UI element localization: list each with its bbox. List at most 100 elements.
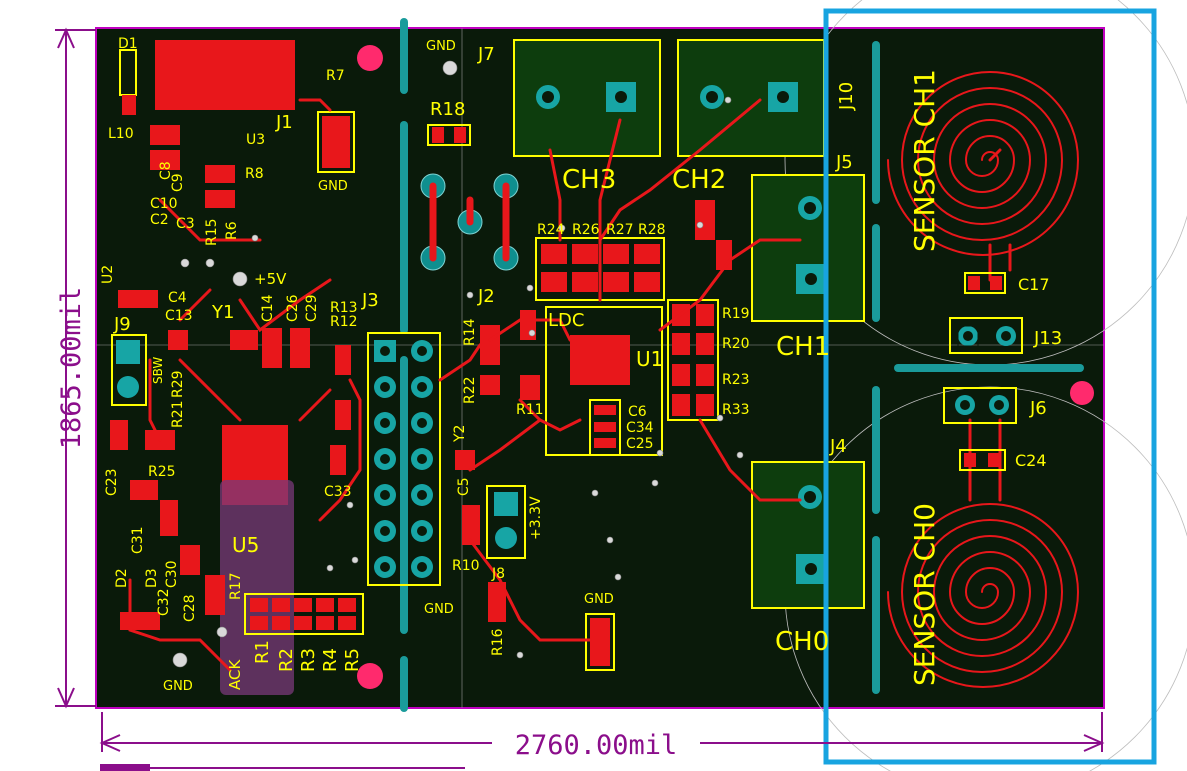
gnd-label: GND xyxy=(426,39,456,54)
designator: R7 xyxy=(326,68,345,84)
designator: C3 xyxy=(176,216,195,232)
designator: C30 xyxy=(164,560,180,588)
designator: R28 xyxy=(638,222,666,238)
designator: R29 xyxy=(170,370,186,398)
designator: Y1 xyxy=(211,302,234,323)
board-outline xyxy=(95,27,1105,709)
designator: R27 xyxy=(606,222,634,238)
designator: J4 xyxy=(829,436,847,457)
j10-connector xyxy=(677,39,825,157)
designator: J10 xyxy=(836,82,857,111)
gnd-test-pad xyxy=(322,116,350,168)
sensor-coil-ch1 xyxy=(887,71,1080,282)
designator: J2 xyxy=(477,286,495,307)
designator: J6 xyxy=(1029,398,1047,419)
designator: R19 xyxy=(722,306,750,322)
designator: R21 xyxy=(170,400,186,428)
plus-5v-label: +5V xyxy=(254,270,287,288)
designator: R20 xyxy=(722,336,750,352)
sensor-ch1-label: SENSOR CH1 xyxy=(908,69,941,252)
designator: R6 xyxy=(224,221,240,240)
gnd-label: GND xyxy=(424,602,454,617)
designator: U2 xyxy=(100,265,116,284)
width-dimension-label: 2760.00mil xyxy=(515,730,678,761)
designator: D3 xyxy=(144,568,160,588)
designator: R11 xyxy=(516,402,544,418)
designator: C34 xyxy=(626,420,654,436)
designator: R4 xyxy=(320,648,341,672)
designator: C24 xyxy=(1015,451,1047,470)
j5-connector xyxy=(751,174,865,322)
u1-ldc-ic xyxy=(545,306,663,456)
designator: C31 xyxy=(130,526,146,554)
j6-footprint xyxy=(943,387,1017,424)
designator: C6 xyxy=(628,404,647,420)
ldc-label: LDC xyxy=(548,310,584,331)
designator: R3 xyxy=(298,648,319,672)
designator: C5 xyxy=(456,477,472,496)
designator: C32 xyxy=(156,588,172,616)
resistor-row xyxy=(244,593,364,635)
designator: L10 xyxy=(108,126,134,142)
designator: R16 xyxy=(490,628,506,656)
designator: C2 xyxy=(150,212,169,228)
j7-connector xyxy=(513,39,661,157)
ch0-label: CH0 xyxy=(775,627,829,657)
pwr-3v3-header xyxy=(486,485,526,559)
regulator-pad xyxy=(155,40,295,110)
designator: C9 xyxy=(170,173,186,192)
gnd-label: GND xyxy=(584,592,614,607)
designator: R22 xyxy=(462,376,478,404)
mounting-hole xyxy=(357,663,383,689)
designator: C29 xyxy=(304,294,320,322)
designator: J3 xyxy=(361,290,379,311)
designator: C8 xyxy=(158,161,174,180)
designator: C33 xyxy=(324,484,352,500)
designator: D2 xyxy=(114,568,130,588)
plus-3v3-label: +3.3V xyxy=(528,496,544,540)
mounting-hole xyxy=(357,45,383,71)
designator: R18 xyxy=(430,99,465,120)
designator: R12 xyxy=(330,314,358,330)
ack-label: ACK xyxy=(226,659,244,690)
resistor-column xyxy=(667,299,719,421)
designator: R13 xyxy=(330,300,358,316)
designator: R5 xyxy=(342,648,363,672)
designator: R26 xyxy=(572,222,600,238)
designator: R25 xyxy=(148,464,176,480)
designator: R8 xyxy=(245,166,264,182)
designator: R2 xyxy=(276,648,297,672)
gnd-label: GND xyxy=(318,179,348,194)
gnd-test-pad xyxy=(590,618,610,666)
sbw-label: SBW xyxy=(151,357,165,384)
ch2-label: CH2 xyxy=(672,165,726,195)
designator: U1 xyxy=(636,347,663,371)
designator: R15 xyxy=(204,218,220,246)
designator: R1 xyxy=(252,640,273,664)
designator: C4 xyxy=(168,290,187,306)
designator: R17 xyxy=(228,572,244,600)
mounting-hole xyxy=(1070,381,1094,405)
designator: R23 xyxy=(722,372,750,388)
designator: J9 xyxy=(113,314,131,335)
designator: C10 xyxy=(150,196,178,212)
designator: R33 xyxy=(722,402,750,418)
designator: R24 xyxy=(537,222,565,238)
designator: J5 xyxy=(835,152,853,173)
designator: D1 xyxy=(118,36,138,52)
designator: C17 xyxy=(1018,275,1050,294)
designator: C13 xyxy=(165,308,193,324)
designator: C25 xyxy=(626,436,654,452)
designator: R10 xyxy=(452,558,480,574)
designator: C26 xyxy=(285,294,301,322)
designator: J13 xyxy=(1033,328,1062,349)
designator: U5 xyxy=(232,533,259,557)
j13-footprint xyxy=(949,317,1023,354)
ch1-label: CH1 xyxy=(776,332,830,362)
height-dimension-label: 1865.00mil xyxy=(56,287,87,450)
designator: J1 xyxy=(275,112,293,133)
gnd-label: GND xyxy=(163,679,193,694)
j9-footprint xyxy=(111,334,147,406)
selection-highlight-box xyxy=(823,8,1157,765)
